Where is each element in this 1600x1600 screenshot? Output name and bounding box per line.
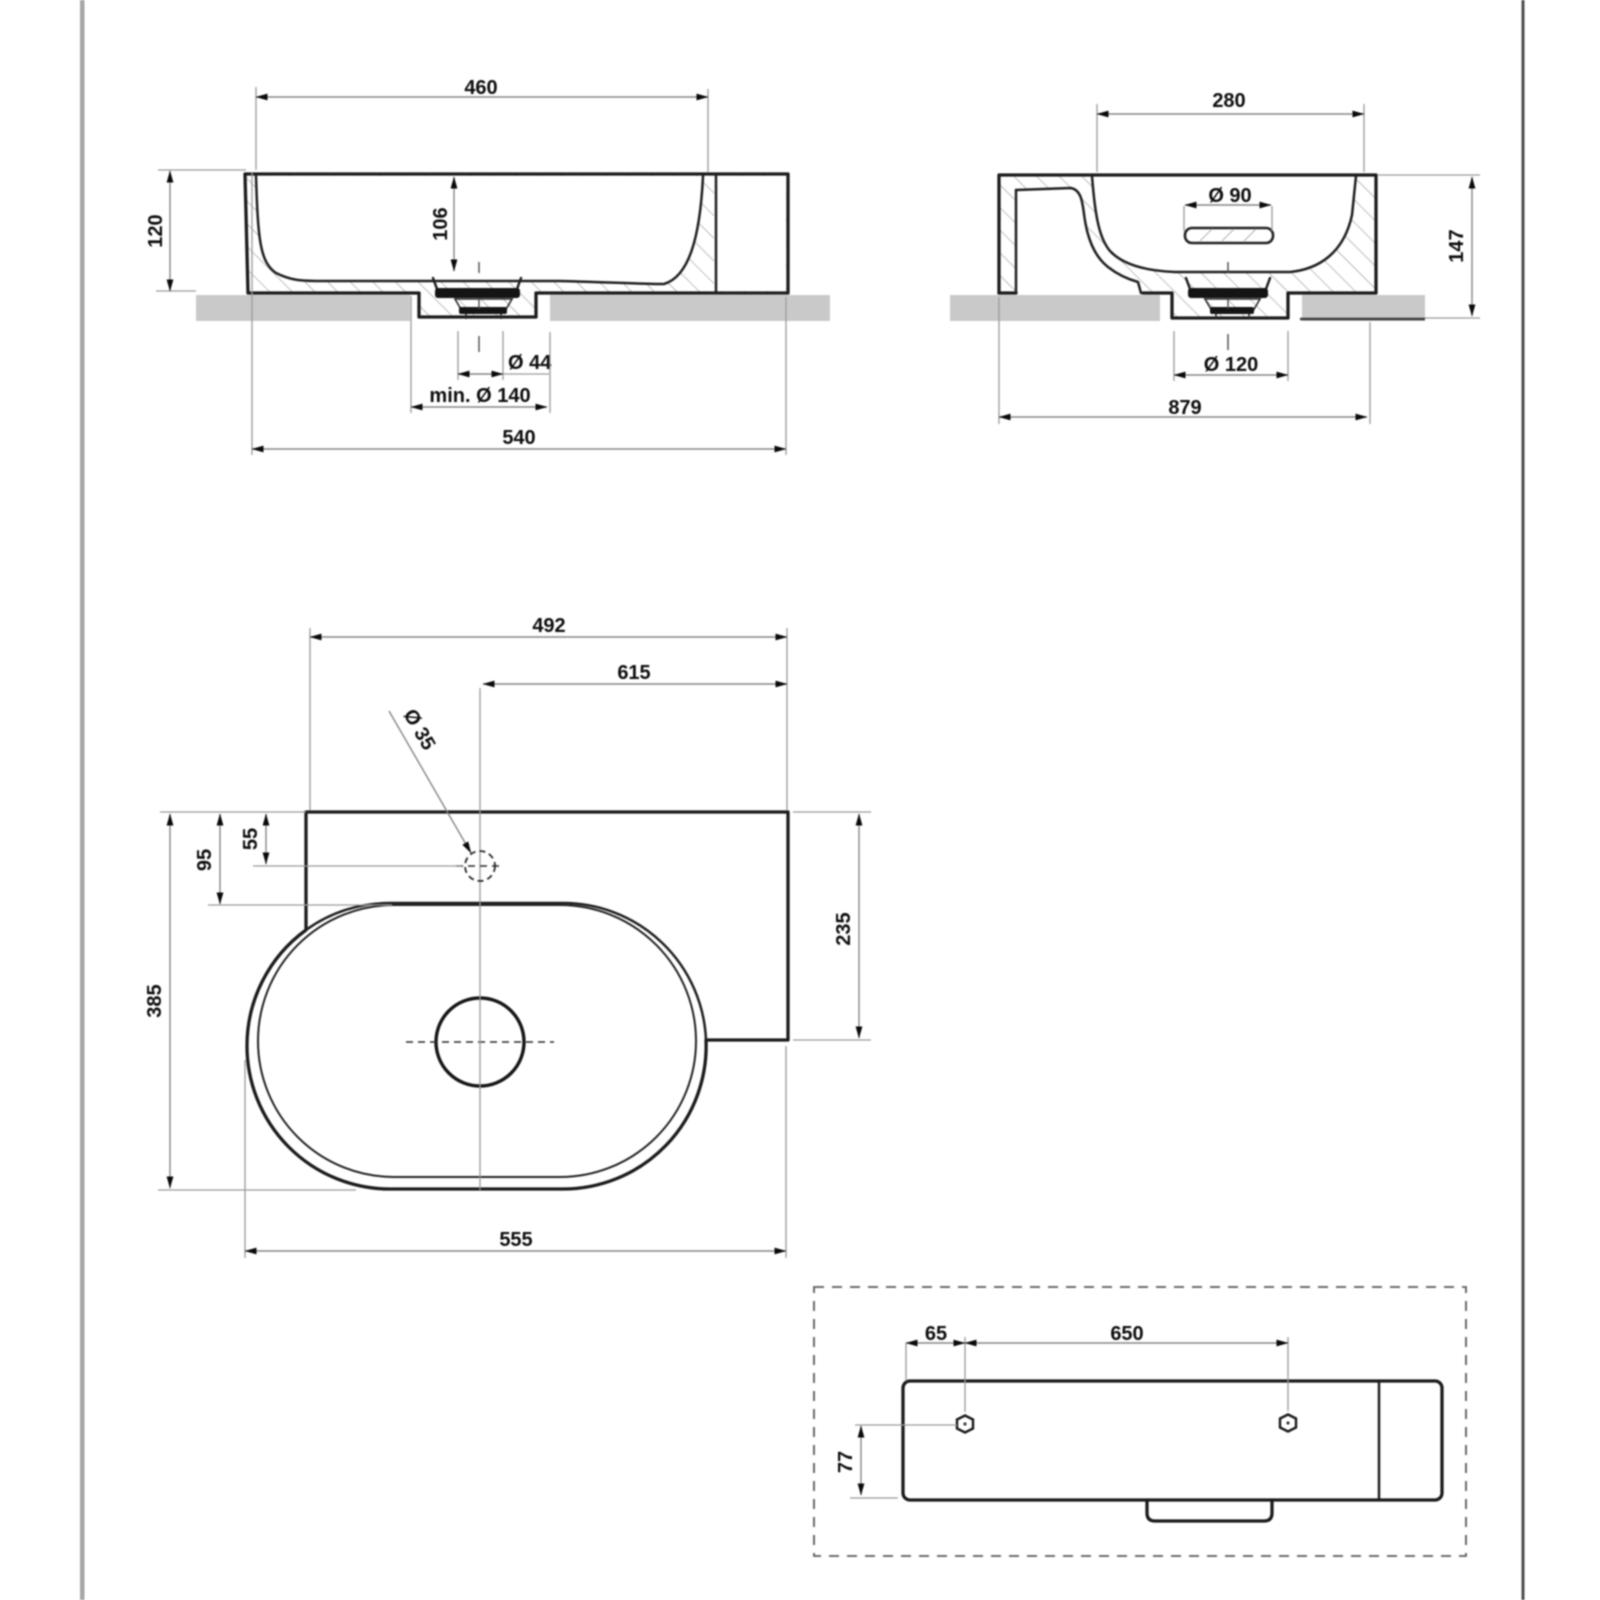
svg-text:147: 147 (1446, 229, 1468, 262)
svg-text:540: 540 (502, 427, 535, 449)
svg-text:235: 235 (833, 912, 855, 945)
svg-text:879: 879 (1168, 397, 1201, 419)
svg-text:min. Ø 140: min. Ø 140 (429, 385, 530, 407)
svg-text:95: 95 (194, 849, 216, 871)
svg-text:65: 65 (925, 1323, 947, 1345)
svg-text:55: 55 (240, 828, 262, 850)
svg-text:Ø 120: Ø 120 (1204, 354, 1258, 376)
svg-text:120: 120 (145, 214, 167, 247)
svg-text:77: 77 (835, 1451, 857, 1473)
svg-text:460: 460 (464, 77, 497, 99)
svg-text:280: 280 (1212, 90, 1245, 112)
svg-text:Ø 35: Ø 35 (399, 706, 440, 755)
svg-text:555: 555 (499, 1229, 532, 1251)
svg-text:385: 385 (144, 984, 166, 1017)
svg-text:615: 615 (617, 662, 650, 684)
svg-text:Ø 90: Ø 90 (1208, 185, 1251, 207)
svg-text:106: 106 (430, 207, 452, 240)
svg-text:650: 650 (1110, 1323, 1143, 1345)
svg-text:Ø 44: Ø 44 (508, 352, 552, 374)
svg-text:492: 492 (532, 615, 565, 637)
